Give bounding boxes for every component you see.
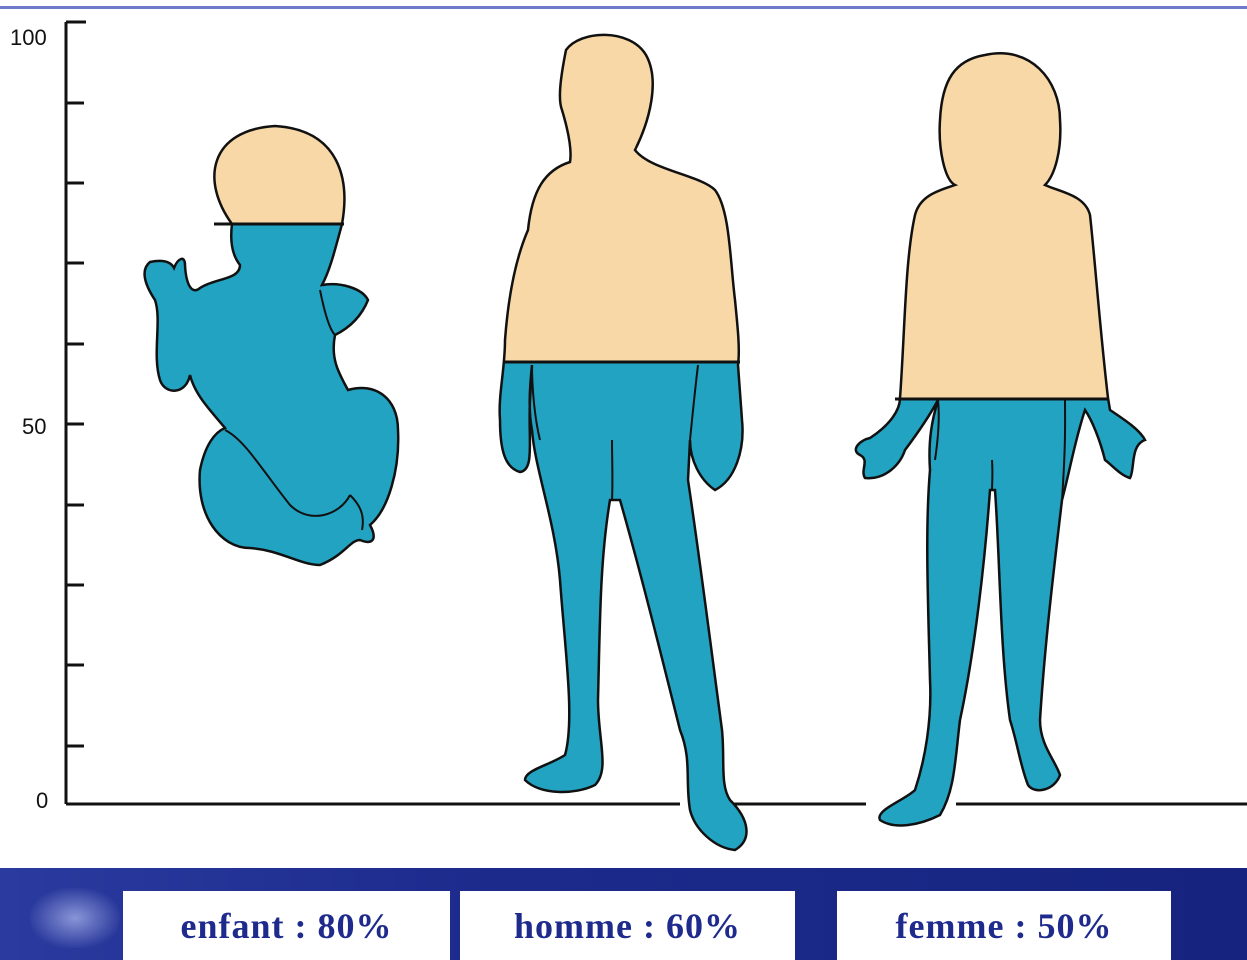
footer-glow xyxy=(30,888,120,948)
baby-figure xyxy=(145,126,399,565)
label-homme: homme : 60% xyxy=(460,891,795,960)
body-water-diagram: 100 50 0 xyxy=(0,0,1247,870)
tick-label-50: 50 xyxy=(22,414,46,439)
tick-label-0: 0 xyxy=(36,788,48,813)
label-enfant: enfant : 80% xyxy=(123,891,450,960)
tick-label-100: 100 xyxy=(10,25,47,50)
y-axis: 100 50 0 xyxy=(10,22,86,813)
woman-figure xyxy=(856,53,1145,825)
label-femme: femme : 50% xyxy=(837,891,1171,960)
man-figure xyxy=(500,35,747,850)
